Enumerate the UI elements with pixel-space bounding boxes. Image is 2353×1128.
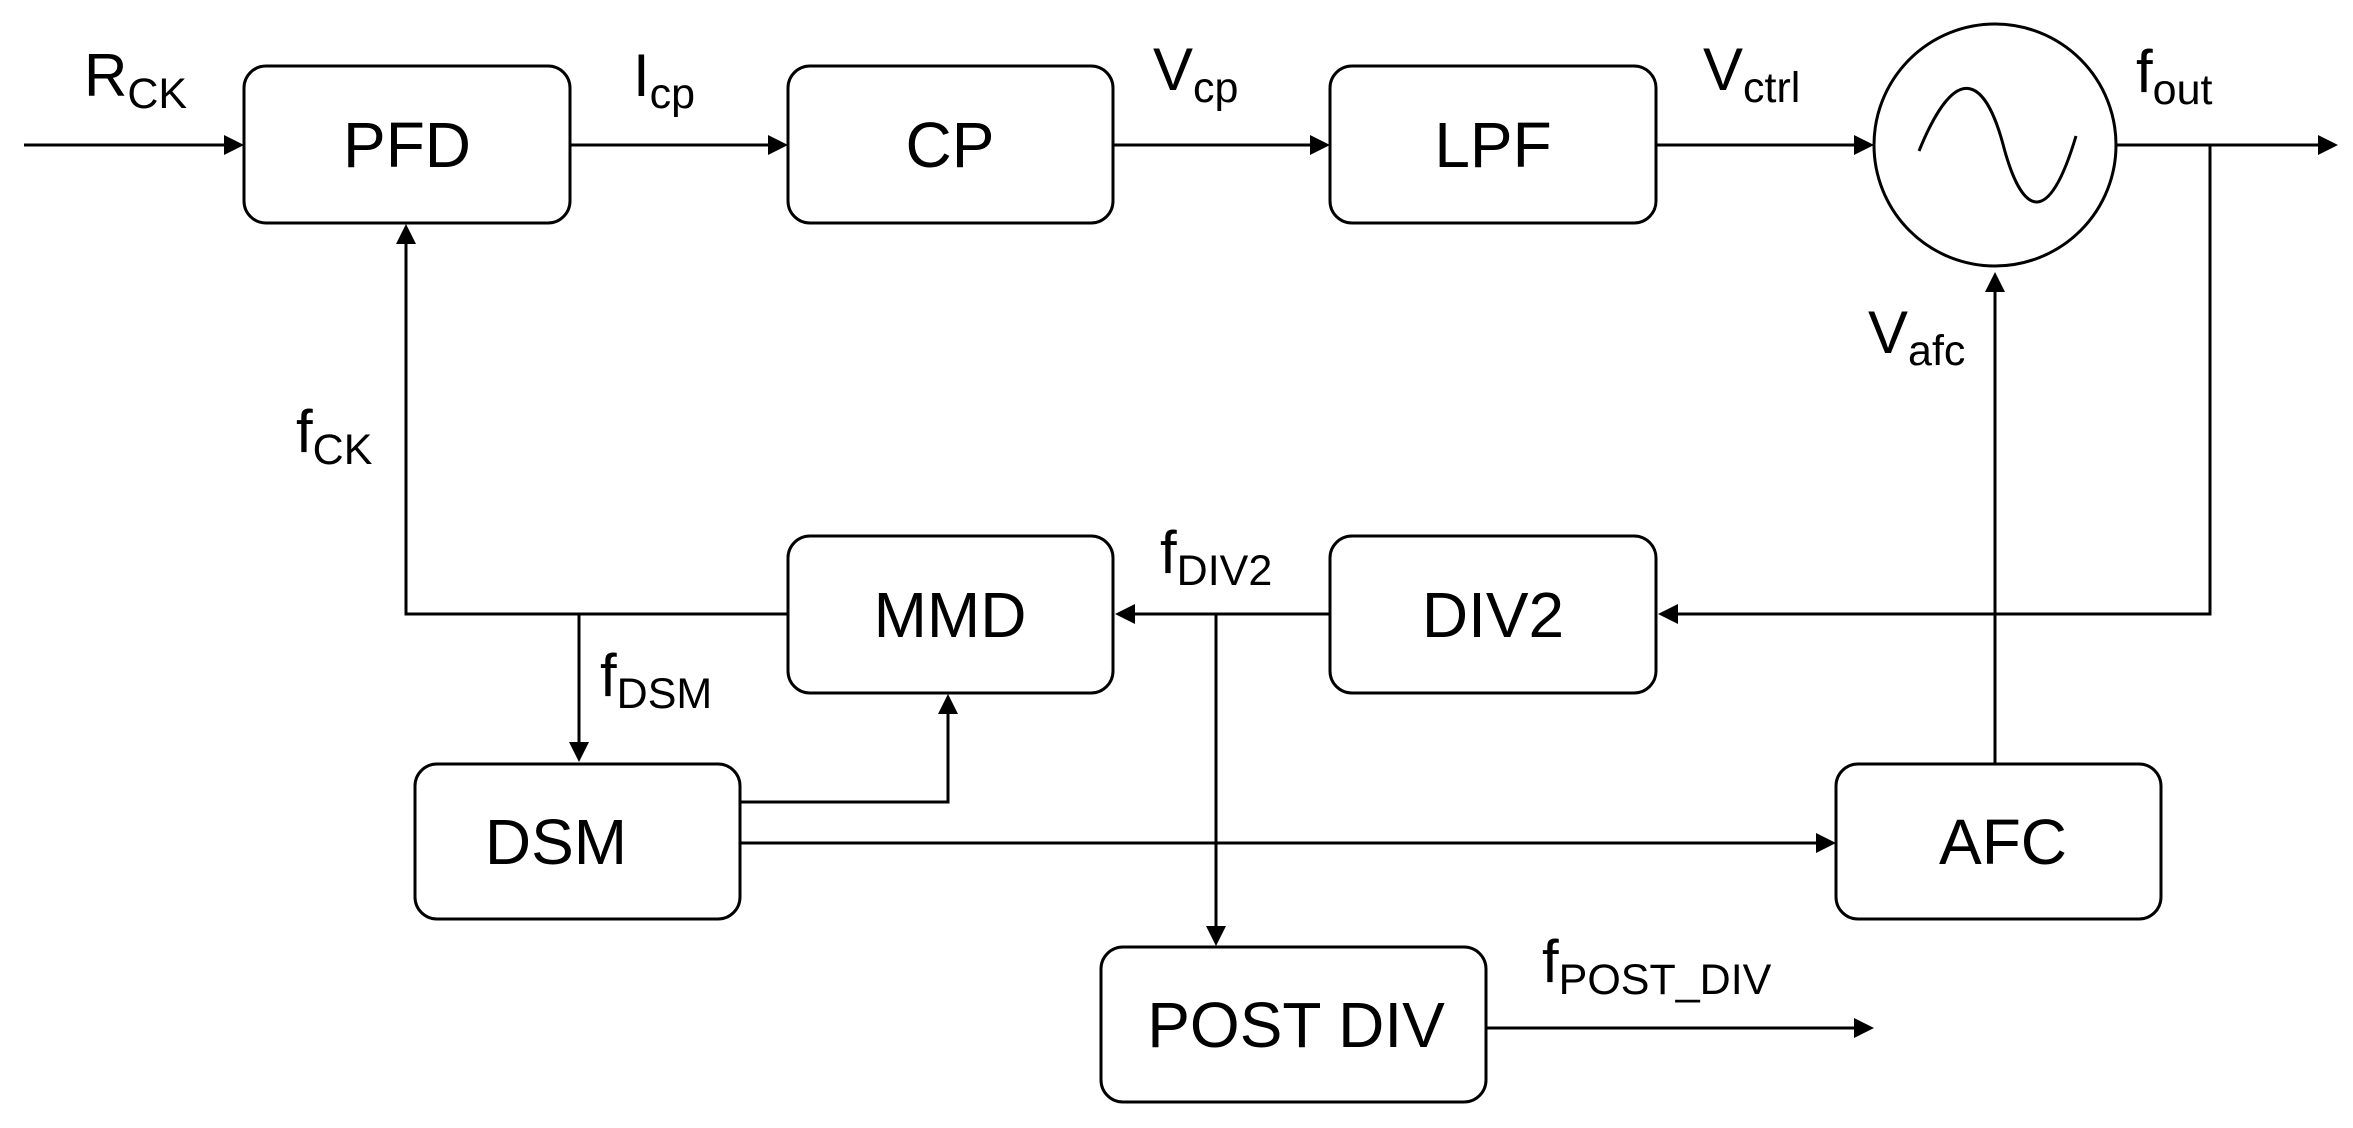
signal-vctrl: Vctrl (1703, 36, 1800, 112)
cp-label: CP (906, 109, 995, 181)
arrow-fout (2318, 135, 2338, 155)
arrow-into-cp (768, 135, 788, 155)
post-div-block: POST DIV (1099, 945, 1488, 1104)
arrow-into-mmd (1115, 604, 1135, 624)
arrow-into-lpf (1310, 135, 1330, 155)
post-div-label: POST DIV (1147, 989, 1445, 1061)
signal-rck: RCK (84, 42, 187, 118)
div2-label: DIV2 (1422, 579, 1564, 651)
pfd-label: PFD (343, 109, 471, 181)
afc-block: AFC (1834, 762, 2163, 921)
signal-icp: Icp (633, 42, 695, 118)
vco-block (1872, 22, 2118, 268)
mmd-block: MMD (786, 534, 1115, 695)
arrow-into-postdiv (1206, 926, 1226, 946)
wires (24, 135, 2338, 1038)
arrow-into-afc (1816, 833, 1836, 853)
signal-vafc: Vafc (1868, 299, 1965, 375)
dsm-block: DSM (413, 762, 742, 921)
signal-vcp: Vcp (1153, 36, 1238, 112)
wire-fout-feedback (1676, 145, 2212, 616)
signal-fdsm: fDSM (600, 642, 712, 718)
afc-label: AFC (1939, 806, 2067, 878)
arrow-into-dsm (569, 742, 589, 762)
signal-fck: fCK (296, 398, 373, 474)
dsm-label: DSM (485, 806, 627, 878)
pfd-block: PFD (242, 64, 572, 225)
signal-fpostdiv: fPOST_DIV (1542, 928, 1772, 1004)
arrow-into-mmd-bottom (938, 694, 958, 714)
div2-block: DIV2 (1328, 534, 1658, 695)
arrow-into-pfd-bottom (396, 224, 416, 244)
arrow-into-div2 (1658, 604, 1678, 624)
signal-fout: fout (2136, 38, 2213, 114)
arrow-into-vco (1854, 135, 1874, 155)
mmd-label: MMD (874, 579, 1027, 651)
wire-mmd-to-pfd (404, 242, 788, 616)
wire-dsm-to-mmd (740, 712, 950, 804)
lpf-block: LPF (1328, 64, 1658, 225)
arrow-into-vco-bottom (1985, 272, 2005, 292)
arrow-fpostdiv (1854, 1018, 1874, 1038)
lpf-label: LPF (1434, 109, 1551, 181)
signal-fdiv2: fDIV2 (1160, 519, 1272, 595)
cp-block: CP (786, 64, 1115, 225)
arrow-into-pfd (224, 135, 244, 155)
sine-wave-icon (1917, 86, 2078, 204)
